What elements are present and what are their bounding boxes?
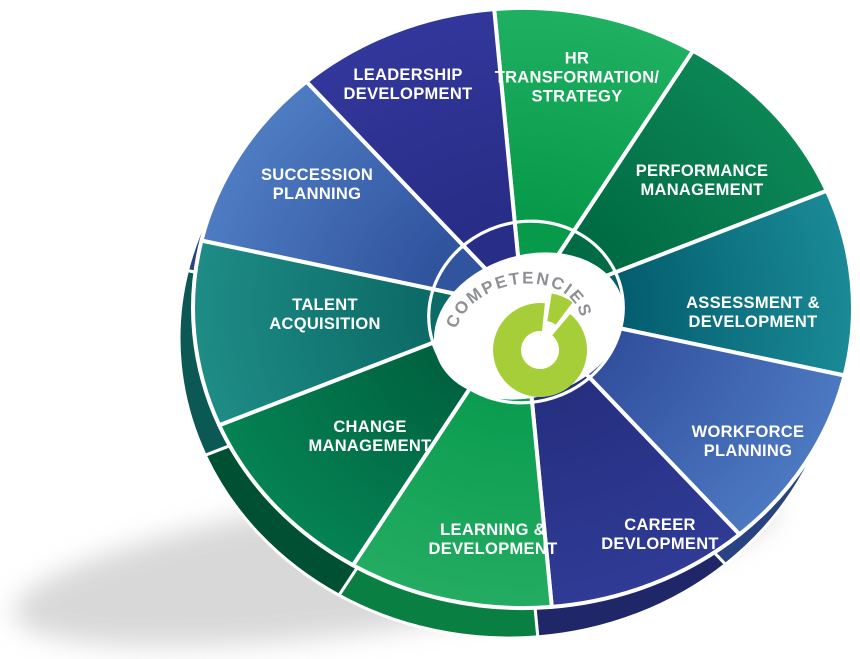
segment-assessment-development-wedge xyxy=(521,188,855,378)
segment-hr-transformation-strategy-wedge xyxy=(492,5,695,310)
segment-career-devlopment-wedge xyxy=(521,306,742,609)
donut-ring xyxy=(493,303,588,398)
segment-succession-planning-wedge xyxy=(199,79,525,310)
donut-exploded-slice xyxy=(547,293,573,325)
segment-performance-management-wedge xyxy=(521,48,829,310)
segment-leadership-development-wedge xyxy=(304,7,525,310)
segment-learning-development-label: LEARNING &DEVELOPMENT xyxy=(429,521,558,558)
inner-ring-outline xyxy=(427,219,625,405)
segment-talent-acquisition-wedge xyxy=(191,238,525,428)
wheel-face xyxy=(191,5,855,611)
segment-assessment-development-label: ASSESSMENT &DEVELOPMENT xyxy=(686,294,820,331)
exploded-donut-icon xyxy=(493,293,588,398)
